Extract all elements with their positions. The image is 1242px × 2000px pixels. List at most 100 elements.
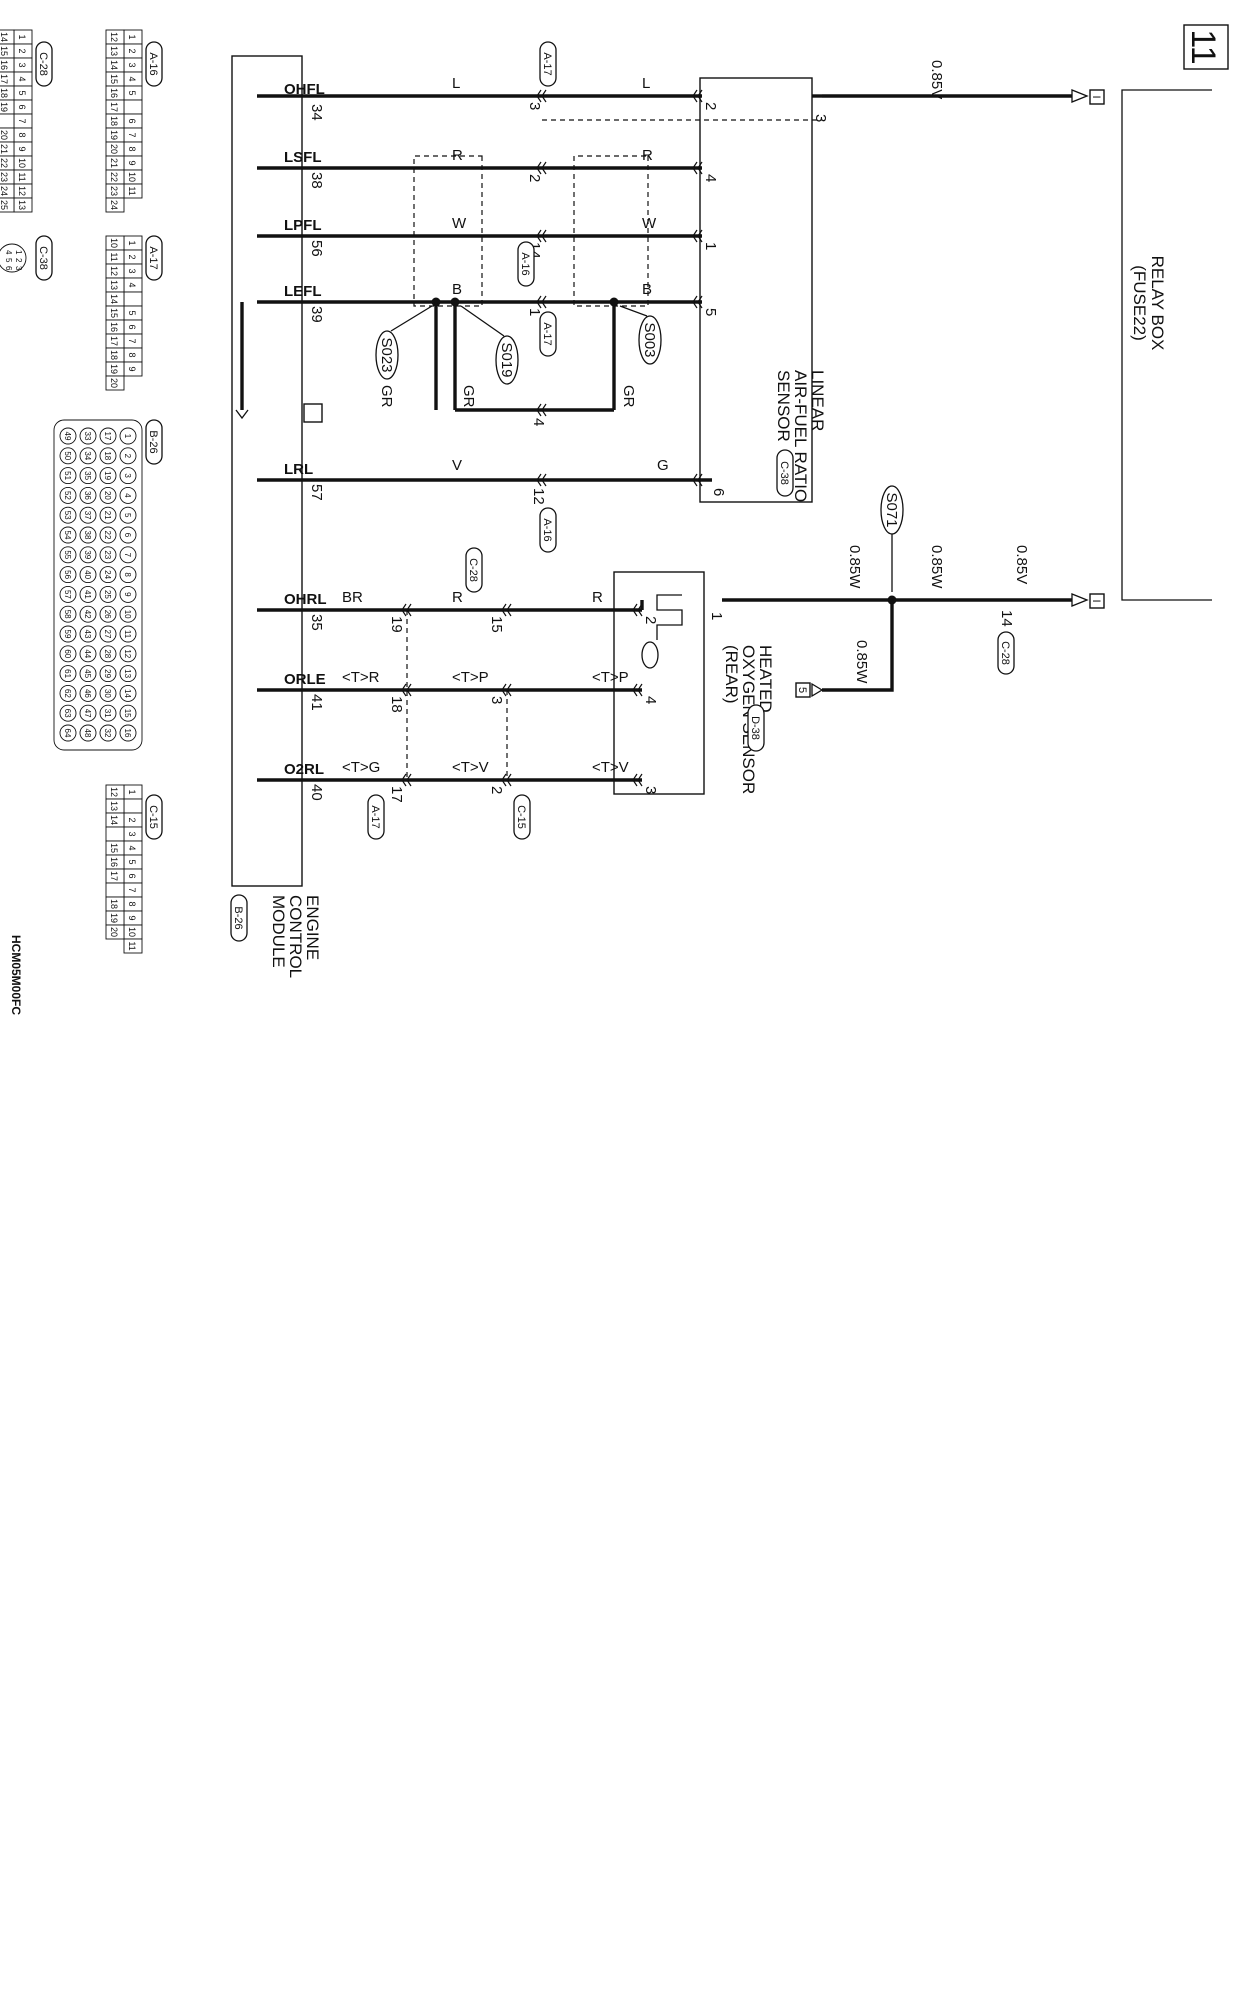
b26-view-pin: 10 [123, 610, 132, 619]
b26-view-cell [79, 546, 97, 564]
front-connector-a16-low: A-16 [541, 518, 553, 541]
b26-view-cell [119, 605, 137, 623]
b26-view-cell [79, 645, 97, 663]
b26-view-pin: 15 [123, 709, 132, 718]
c28-view-cell [0, 197, 15, 213]
rear-wire-color: R [452, 589, 463, 606]
a17-view-pin: 5 [127, 310, 137, 315]
b26-view-pin: 32 [103, 729, 112, 738]
front-wire-color: B [452, 281, 462, 298]
b26-view-cell [119, 506, 137, 524]
b26-view-cell [79, 684, 97, 702]
a17-view-pin: 15 [109, 308, 119, 318]
ho2s-connector: D-38 [749, 716, 761, 740]
b26-view-pin: 52 [63, 491, 72, 500]
c28-view-name-tag [35, 41, 53, 87]
c15-view-pin: 4 [127, 845, 137, 850]
svg-text:S071: S071 [883, 492, 900, 527]
svg-text:S023: S023 [378, 337, 395, 372]
b26-view-pin: 11 [123, 630, 132, 639]
a17-view-pin: 1 [127, 240, 137, 245]
c15-view-name-tag [145, 794, 163, 840]
b26-view-cell [59, 546, 77, 564]
a16-view-pin: 5 [127, 90, 137, 95]
connector-chevron [501, 603, 507, 617]
rear-wire-c2-pin: 17 [388, 786, 405, 803]
c28-view-pin: 3 [17, 62, 27, 67]
c15-view-pin: 20 [109, 927, 119, 937]
rear-wire-group: RRBR21519<T>P<T>P<T>R4318<T>V<T>V<T>G321… [257, 589, 659, 803]
b26-view-pin: 30 [103, 689, 112, 698]
a16-view-pin: 3 [127, 62, 137, 67]
laf-sensor-connector: C-38 [778, 461, 790, 485]
b26-view-cell [79, 427, 97, 445]
b26-view-pin: 16 [123, 729, 132, 738]
b26-view-cell [79, 605, 97, 623]
b26-view-pin: 43 [83, 630, 92, 639]
a17-view-name-tag [145, 235, 163, 281]
ecm-terminal-name: LSFL [284, 149, 322, 166]
power-wire-label-5: 0.85W [853, 640, 870, 684]
front-wire-a-pin: 2 [526, 174, 543, 182]
b26-view-pin: 2 [123, 454, 132, 459]
b26-view-cell [79, 526, 97, 544]
c15-view-cell [105, 826, 125, 842]
c15-view-pin: 1 [127, 789, 137, 794]
front-wire-color: R [642, 147, 653, 164]
rear-wire-color: R [592, 589, 603, 606]
connector-chevron [692, 295, 698, 309]
rear-wire-color: <T>V [592, 759, 629, 776]
lrl-sensor-color: G [657, 457, 669, 474]
a16-view-pin: 9 [127, 160, 137, 165]
connector-chevron [541, 229, 547, 243]
b26-view-name: B-26 [147, 430, 159, 453]
ecm-label-1: ENGINE [303, 895, 322, 960]
c28-view-pin: 25 [0, 200, 9, 210]
front-wire-a-pin: 3 [526, 102, 543, 110]
a16-view-pin: 17 [109, 102, 119, 112]
c28-view-pin: 24 [0, 186, 9, 196]
rear-wire-color: <T>R [342, 669, 380, 686]
c15-view-pin: 17 [109, 871, 119, 881]
b26-view-pin: 55 [63, 550, 72, 559]
ecm-label-3: MODULE [269, 895, 288, 968]
rear-wire-color: <T>V [452, 759, 489, 776]
b26-view-pin: 60 [63, 649, 72, 658]
b26-view-cell [59, 684, 77, 702]
b26-view-cell [119, 427, 137, 445]
b26-view-cell [59, 625, 77, 643]
c28-view-pin: 12 [17, 186, 27, 196]
c28-view-pin: 1 [17, 34, 27, 39]
b26-view-pin: 48 [83, 729, 92, 738]
c15-view-cell [105, 924, 125, 940]
splice-s023: S023 [375, 305, 433, 380]
c38-view-pin: 3 [14, 266, 23, 271]
b26-view-pin: 57 [63, 590, 72, 599]
c28-view-pin: 22 [0, 158, 9, 168]
shield-box-upper [573, 155, 649, 307]
front-wire-sensor-pin: 1 [702, 242, 719, 250]
laf-sensor-box [699, 77, 813, 503]
connector-chevron [536, 89, 542, 103]
rear-connector-a17: A-17 [369, 805, 381, 828]
connector-chevron [501, 773, 507, 787]
c38-view-name: C-38 [37, 246, 49, 270]
b26-view-cell [119, 645, 137, 663]
b26-view-cell [79, 467, 97, 485]
a17-view-pin: 16 [109, 322, 119, 332]
c15-view-name: C-15 [147, 805, 159, 829]
svg-text:I: I [1090, 95, 1102, 98]
c28-view-pin: 8 [17, 132, 27, 137]
ecm-terminal-name: LPFL [284, 217, 322, 234]
b26-view-cell [119, 486, 137, 504]
b26-view-cell [119, 704, 137, 722]
a16-view-pin: 20 [109, 144, 119, 154]
b26-view-cell [79, 704, 97, 722]
b26-view-pin: 24 [103, 570, 112, 579]
a16-view-pin: 21 [109, 158, 119, 168]
relay-box-label: RELAY BOX [1148, 256, 1167, 351]
connector-chevron [692, 161, 698, 175]
rear-wire-color: <T>G [342, 759, 380, 776]
rear-wire-color: BR [342, 589, 363, 606]
b26-view-pin: 51 [63, 471, 72, 480]
